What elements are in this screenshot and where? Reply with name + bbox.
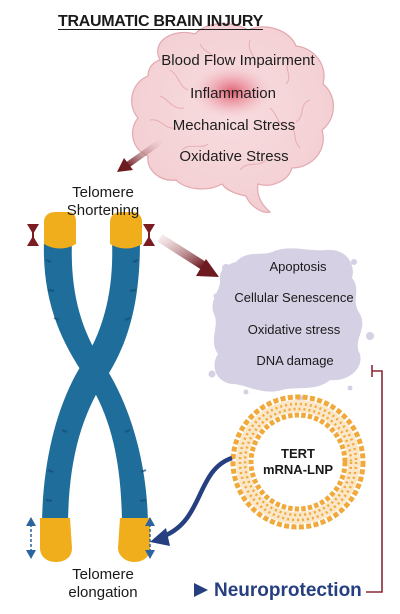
blood-flow-label: Blood Flow Impairment (161, 52, 315, 69)
apoptosis-label: Apoptosis (269, 259, 327, 274)
telomere-elongation-label-2: elongation (68, 584, 138, 601)
lnp-label-tert: TERT (281, 446, 315, 461)
oxidative-stress-label: Oxidative Stress (179, 148, 289, 165)
dna-damage-label: DNA damage (256, 353, 334, 368)
elongation-marker-right (145, 517, 155, 559)
inflammation-label: Inflammation (190, 85, 276, 102)
telomere-shortening-label-2: Shortening (66, 202, 140, 219)
cell-oxidative-stress-label: Oxidative stress (247, 322, 341, 337)
telomere-elongation-label-1: Telomere (72, 566, 134, 583)
lnp-to-telomere-arrow (150, 455, 233, 546)
chromosome-icon (40, 212, 150, 562)
shortening-marker-left (27, 224, 39, 246)
elongation-marker-left (26, 517, 36, 559)
telomere-to-cell-arrow (157, 234, 219, 277)
inhibition-bracket (366, 365, 383, 593)
telomere-shortening-label-1: Telomere (72, 184, 134, 201)
brain-to-telomere-arrow (117, 139, 163, 172)
lnp-label-mrna: mRNA-LNP (262, 462, 334, 477)
elongation-to-neuroprotection-arrow (140, 583, 208, 597)
senescence-label: Cellular Senescence (234, 290, 354, 305)
lipid-nanoparticle-icon (230, 394, 366, 530)
shortening-marker-right (143, 224, 155, 246)
page-title: TRAUMATIC BRAIN INJURY (58, 13, 263, 30)
mechanical-stress-label: Mechanical Stress (172, 117, 296, 134)
brain-icon (131, 23, 334, 213)
neuroprotection-label: Neuroprotection (214, 580, 362, 601)
